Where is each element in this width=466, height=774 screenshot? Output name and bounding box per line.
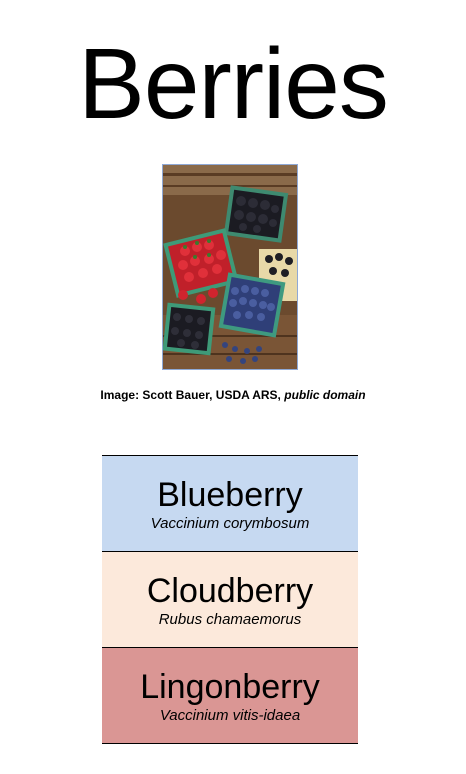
page-title: Berries — [78, 28, 389, 140]
berries-photo — [162, 164, 298, 370]
berry-scientific-name: Vaccinium corymbosum — [150, 515, 310, 532]
berry-row-cloudberry: Cloudberry Rubus chamaemorus — [102, 552, 358, 648]
caption-credit: Image: Scott Bauer, USDA ARS, — [100, 388, 285, 402]
berry-list: Blueberry Vaccinium corymbosum Cloudberr… — [102, 455, 358, 744]
berry-row-lingonberry: Lingonberry Vaccinium vitis-idaea — [102, 648, 358, 744]
berry-scientific-name: Rubus chamaemorus — [158, 611, 302, 628]
berry-row-blueberry: Blueberry Vaccinium corymbosum — [102, 456, 358, 552]
image-caption: Image: Scott Bauer, USDA ARS, public dom… — [0, 387, 466, 403]
berry-name: Cloudberry — [146, 572, 314, 610]
berry-name: Blueberry — [157, 476, 303, 514]
berry-scientific-name: Vaccinium vitis-idaea — [159, 707, 301, 724]
berry-name: Lingonberry — [140, 668, 320, 706]
caption-license: public domain — [284, 388, 366, 402]
